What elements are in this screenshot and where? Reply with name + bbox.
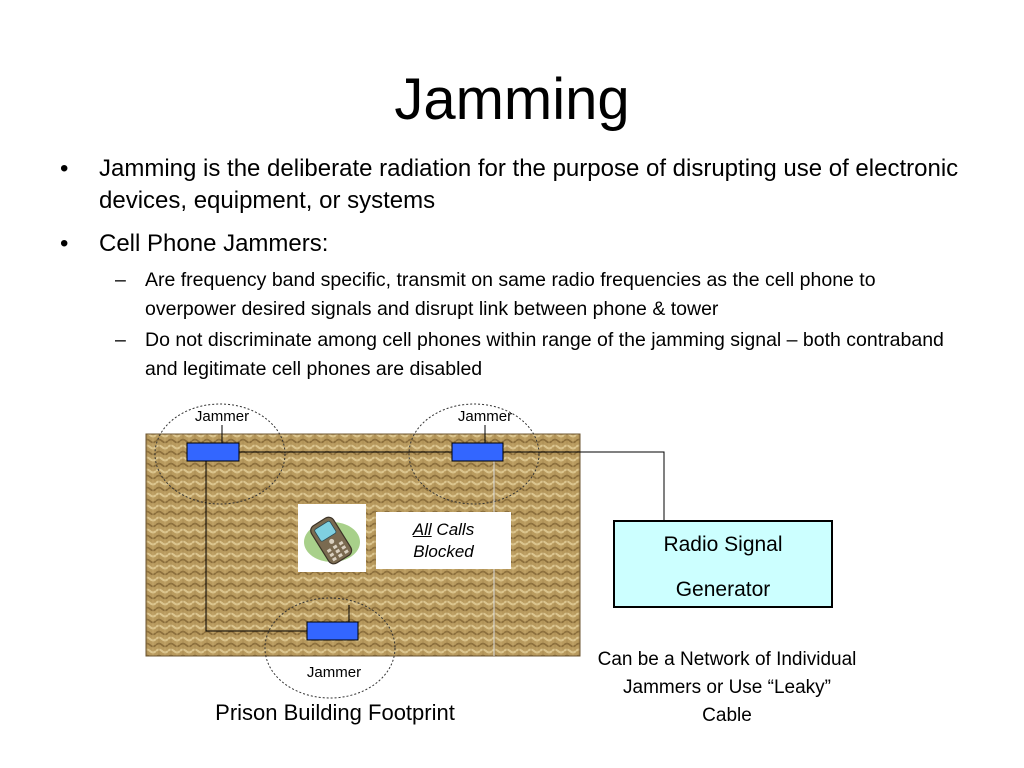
jammer-unit [451,442,504,462]
bullet-item: • Cell Phone Jammers: [60,228,970,260]
jammer-label: Jammer [457,408,513,425]
jammer-coverage-circles [154,403,540,699]
coverage-circle [408,403,540,505]
sub-bullet-text: Do not discriminate among cell phones wi… [145,329,944,380]
bullet-text: Cell Phone Jammers: [99,230,329,257]
bullet-text: Jamming is the deliberate radiation for … [99,155,959,214]
jammer-units [186,442,504,641]
sub-bullet-marker: – [115,329,126,351]
radio-signal-generator-box: Radio Signal Generator [613,520,833,608]
sub-bullet-item: – Are frequency band specific, transmit … [115,266,945,324]
slide-title: Jamming [394,67,630,132]
all-calls-blocked-box: All Calls Blocked [376,512,511,569]
bullet-item: • Jamming is the deliberate radiation fo… [60,153,970,217]
sub-bullet-text: Are frequency band specific, transmit on… [145,269,876,320]
sub-bullet-item: – Do not discriminate among cell phones … [115,326,945,384]
jammer-label: Jammer [306,664,362,681]
generator-line-1: Radio Signal [663,533,783,556]
footprint-caption: Prison Building Footprint [215,700,455,725]
bullet-marker: • [60,155,69,182]
cell-phone-icon [304,516,360,565]
bullet-marker: • [60,230,69,257]
phone-image [298,504,366,572]
blocked-emphasis: All [412,519,432,539]
sub-bullet-marker: – [115,269,126,291]
coverage-circle [264,597,396,699]
blocked-line-1: All Calls [376,519,511,541]
jammer-unit [306,621,359,641]
jammer-label: Jammer [194,408,250,425]
network-note: Can be a Network of Individual Jammers o… [597,649,857,726]
blocked-line-2: Blocked [413,541,474,561]
coverage-circle [154,403,286,505]
cable-line [503,451,665,520]
cable-lines [205,425,665,656]
generator-line-2: Generator [675,578,771,601]
jammer-unit [186,442,240,462]
cable-line [205,461,307,632]
blocked-rest: Calls [431,519,475,539]
